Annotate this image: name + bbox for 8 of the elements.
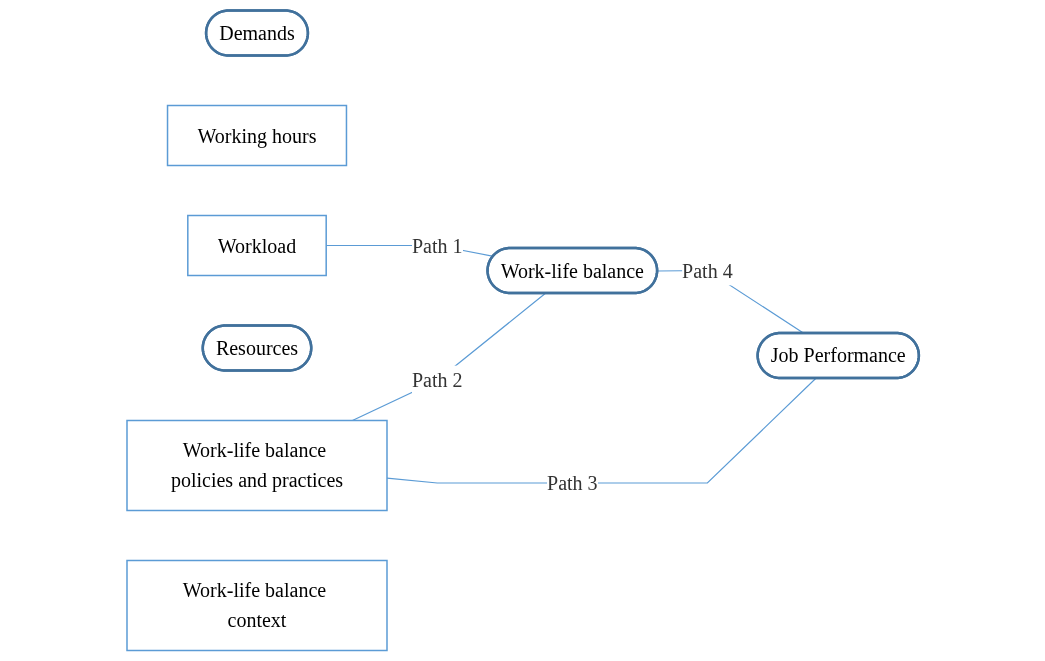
edge-label: Path 4 xyxy=(681,259,733,282)
edge-label: Path 3 xyxy=(546,472,598,494)
node-box: Work-life balance policies and practices xyxy=(125,419,388,512)
node-box: Workload xyxy=(186,214,327,277)
edge-label: Path 2 xyxy=(411,369,463,392)
edge-label: Path 1 xyxy=(411,234,463,257)
node-box: Working hours xyxy=(166,104,347,167)
node-box: Work-life balance context xyxy=(125,559,388,652)
